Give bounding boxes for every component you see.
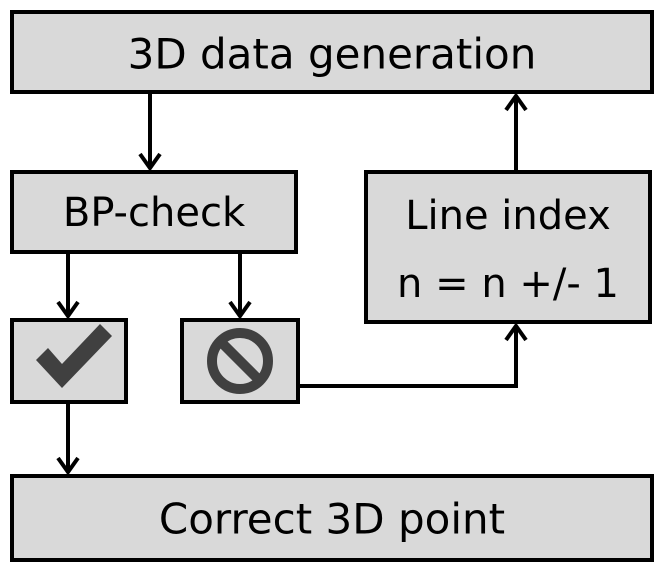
edge-line-index-to-generation bbox=[504, 92, 528, 172]
edge-generation-to-bp-check bbox=[138, 92, 162, 172]
node-line-index-formula: n = n +/- 1 bbox=[397, 261, 619, 307]
node-bp-check-label: BP-check bbox=[63, 190, 246, 236]
node-3d-data-generation: 3D data generation bbox=[10, 10, 654, 94]
edge-pass-to-correct bbox=[56, 402, 80, 476]
node-correct-3d-point-label: Correct 3D point bbox=[159, 495, 505, 544]
check-icon bbox=[36, 324, 112, 388]
edge-bp-check-to-fail bbox=[228, 252, 252, 320]
prohibited-icon bbox=[207, 328, 273, 394]
node-fail bbox=[180, 318, 300, 404]
node-pass bbox=[10, 318, 128, 404]
node-line-index-label: Line index bbox=[405, 193, 611, 239]
edge-bp-check-to-pass bbox=[56, 252, 80, 320]
node-correct-3d-point: Correct 3D point bbox=[10, 474, 654, 562]
node-bp-check: BP-check bbox=[10, 170, 298, 254]
node-3d-data-generation-label: 3D data generation bbox=[128, 30, 537, 79]
node-line-index: Line index n = n +/- 1 bbox=[364, 170, 652, 324]
edge-fail-to-line-index bbox=[298, 322, 528, 388]
